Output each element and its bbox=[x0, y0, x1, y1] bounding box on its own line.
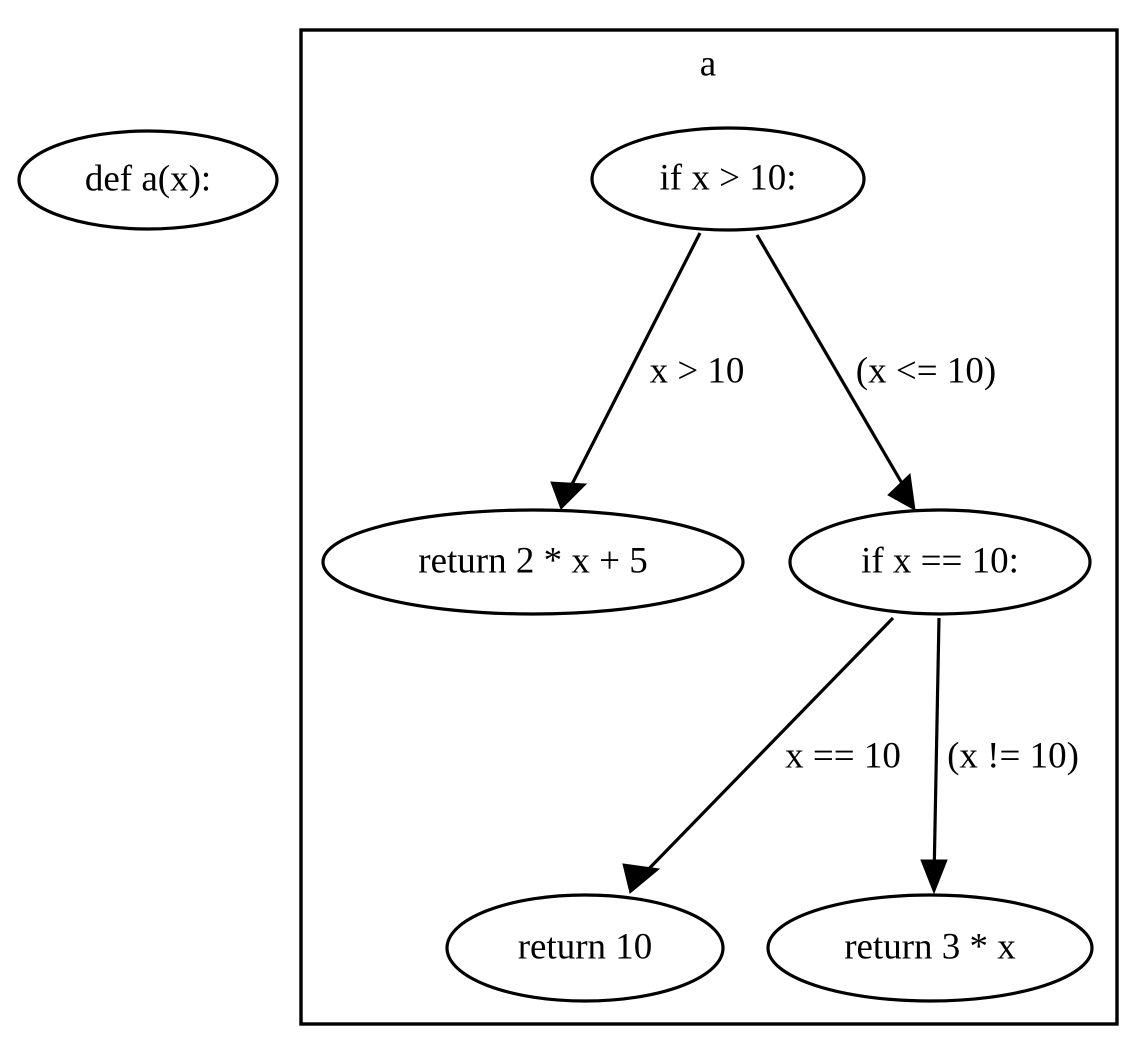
node-if-x-gt-10[interactable]: if x > 10: bbox=[590, 126, 866, 232]
node-shape bbox=[321, 508, 745, 616]
node-label: return 2 * x + 5 bbox=[418, 540, 647, 581]
node-shape bbox=[788, 508, 1092, 616]
edge-if-eq-to-return-10[interactable]: x == 10 bbox=[622, 616, 901, 894]
edges-layer: x > 10 (x <= 10) x == 10 (x != 10) bbox=[550, 232, 1079, 895]
node-label: return 10 bbox=[518, 926, 653, 967]
cluster-label: a bbox=[700, 43, 716, 84]
node-return-10[interactable]: return 10 bbox=[445, 893, 725, 1003]
edge-line bbox=[564, 232, 702, 497]
nodes-layer: def a(x): if x > 10: return 2 * x + 5 if… bbox=[17, 126, 1094, 1003]
node-shape bbox=[445, 893, 725, 1003]
node-return-3-x[interactable]: return 3 * x bbox=[766, 893, 1094, 1003]
edge-if-gt-to-if-eq[interactable]: (x <= 10) bbox=[755, 234, 996, 511]
arrow-head-icon bbox=[920, 859, 948, 895]
edge-line bbox=[755, 234, 912, 498]
node-label: return 3 * x bbox=[844, 926, 1016, 967]
arrow-head-icon bbox=[622, 863, 661, 894]
node-shape bbox=[766, 893, 1094, 1003]
edge-line bbox=[932, 617, 941, 880]
edge-label-x-le-10: (x <= 10) bbox=[856, 350, 996, 391]
cluster-a: a bbox=[299, 28, 1119, 1026]
arrow-head-icon bbox=[887, 472, 916, 511]
node-if-x-eq-10[interactable]: if x == 10: bbox=[788, 508, 1092, 616]
edge-label-x-eq-10: x == 10 bbox=[785, 735, 901, 776]
edge-line bbox=[635, 616, 895, 883]
node-shape bbox=[590, 126, 866, 232]
node-return-2-x-plus-5[interactable]: return 2 * x + 5 bbox=[321, 508, 745, 616]
arrow-head-icon bbox=[550, 481, 588, 510]
node-shape bbox=[17, 129, 279, 231]
node-def-a-x[interactable]: def a(x): bbox=[17, 129, 279, 231]
edge-label-x-gt-10: x > 10 bbox=[650, 350, 745, 391]
cluster-border bbox=[299, 28, 1119, 1026]
node-label: def a(x): bbox=[85, 158, 211, 199]
node-label: if x > 10: bbox=[660, 157, 797, 198]
node-label: if x == 10: bbox=[861, 540, 1019, 581]
edge-if-eq-to-return-3x[interactable]: (x != 10) bbox=[920, 617, 1079, 895]
edge-if-gt-to-return-2x5[interactable]: x > 10 bbox=[550, 232, 745, 510]
edge-label-x-ne-10: (x != 10) bbox=[947, 735, 1079, 776]
